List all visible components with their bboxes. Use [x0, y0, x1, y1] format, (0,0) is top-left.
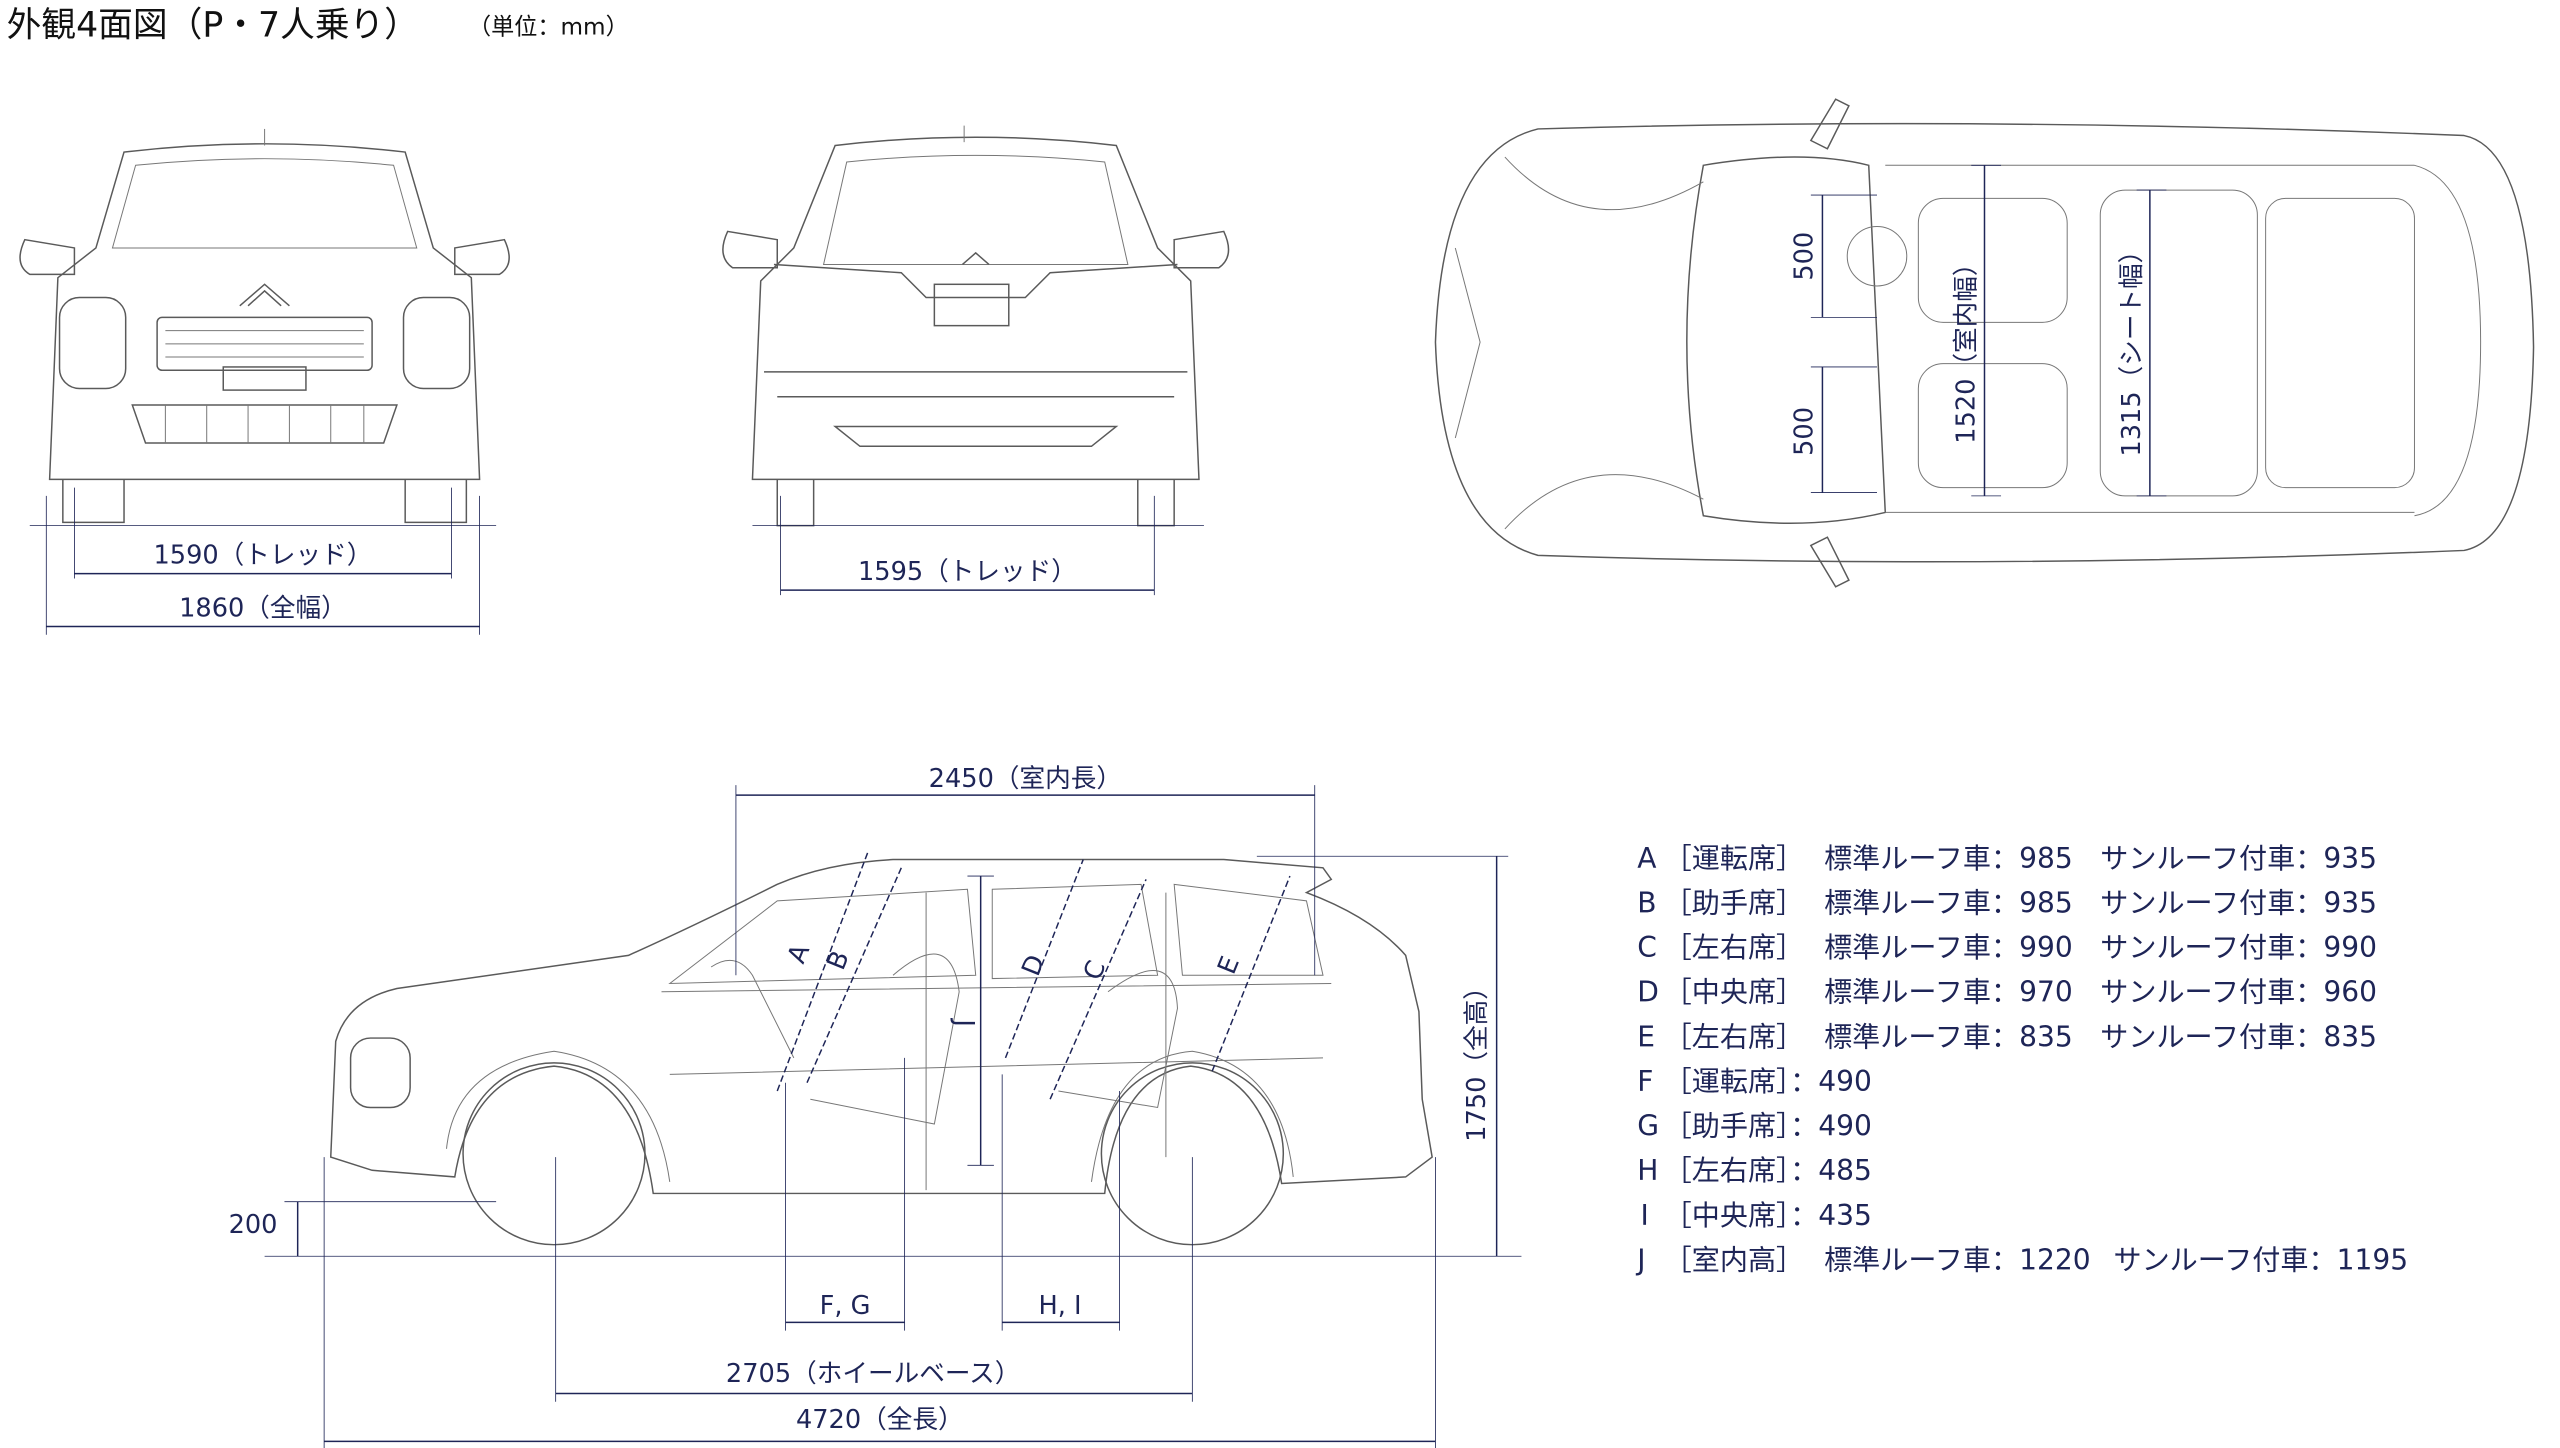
passenger-seat-width-label: 500 — [1790, 407, 1820, 456]
legend-row-c: C ［左右席］ 標準ルーフ車：990 サンルーフ付車：990 — [1637, 931, 2377, 964]
legend-row-g: G ［助手席］：490 — [1637, 1110, 1872, 1143]
side-car-drawing — [329, 858, 1433, 1246]
legend-row-h: H ［左右席］：485 — [1637, 1154, 1872, 1187]
unit-label: （単位：mm） — [468, 15, 629, 41]
marker-a: A — [782, 940, 817, 968]
rear-tread-label: 1595（トレッド） — [858, 557, 1077, 587]
legend-sunroof: サンルーフ付車：935 — [2100, 842, 2377, 875]
legend-letter: J — [1635, 1243, 1645, 1276]
side-view: A B C D E J 2450（室内長） 1750（全高） 200 F, G … — [229, 764, 1522, 1448]
front-tread-label: 1590（トレッド） — [153, 541, 372, 571]
legend: A ［運転席］ 標準ルーフ車：985 サンルーフ付車：935 B ［助手席］ 標… — [1635, 842, 2408, 1277]
wheelbase-label: 2705（ホイールベース） — [726, 1359, 1020, 1389]
fg-label: F, G — [820, 1291, 871, 1321]
legend-seat: ［運転席］：490 — [1664, 1065, 1872, 1098]
top-car-drawing — [1434, 98, 2535, 588]
legend-standard-roof: 標準ルーフ車：970 — [1824, 976, 2073, 1009]
legend-sunroof: サンルーフ付車：935 — [2100, 886, 2377, 919]
legend-letter: E — [1637, 1020, 1655, 1053]
legend-seat: ［室内高］ — [1664, 1243, 1805, 1276]
front-seat-width-label: 500 — [1790, 232, 1820, 281]
interior-width-label: 1520（室内幅） — [1952, 251, 1982, 444]
seat-width-label: 1315（シート幅） — [2117, 238, 2147, 457]
legend-letter: H — [1637, 1154, 1658, 1187]
legend-row-f: F ［運転席］：490 — [1637, 1065, 1872, 1098]
interior-length-label: 2450（室内長） — [929, 764, 1122, 794]
front-car-drawing — [19, 128, 510, 524]
legend-standard-roof: 標準ルーフ車：835 — [1824, 1020, 2073, 1053]
legend-standard-roof: 標準ルーフ車：1220 — [1824, 1243, 2091, 1276]
legend-sunroof: サンルーフ付車：1195 — [2113, 1243, 2408, 1276]
legend-seat: ［中央席］ — [1664, 976, 1805, 1009]
legend-seat: ［助手席］ — [1664, 886, 1805, 919]
legend-letter: A — [1637, 842, 1656, 875]
page-title: 外観4面図（P・7人乗り） — [7, 5, 419, 45]
legend-letter: F — [1637, 1065, 1653, 1098]
legend-letter: B — [1637, 886, 1656, 919]
legend-letter: C — [1637, 931, 1657, 964]
marker-j: J — [949, 1017, 979, 1027]
legend-row-j: J ［室内高］ 標準ルーフ車：1220 サンルーフ付車：1195 — [1635, 1243, 2408, 1276]
legend-row-e: E ［左右席］ 標準ルーフ車：835 サンルーフ付車：835 — [1637, 1020, 2377, 1053]
legend-standard-roof: 標準ルーフ車：990 — [1824, 931, 2073, 964]
legend-standard-roof: 標準ルーフ車：985 — [1824, 886, 2073, 919]
legend-sunroof: サンルーフ付車：960 — [2100, 976, 2377, 1009]
rear-view: 1595（トレッド） — [722, 125, 1230, 596]
legend-seat: ［運転席］ — [1664, 842, 1805, 875]
legend-seat: ［左右席］：485 — [1664, 1154, 1872, 1187]
legend-seat: ［左右席］ — [1664, 1020, 1805, 1053]
legend-row-b: B ［助手席］ 標準ルーフ車：985 サンルーフ付車：935 — [1637, 886, 2377, 919]
front-view: 1590（トレッド） 1860（全幅） — [19, 128, 510, 635]
marker-c: C — [1078, 956, 1113, 984]
top-view: 500 500 1520（室内幅） 1315（シート幅） — [1434, 98, 2535, 588]
marker-b: B — [821, 947, 855, 975]
legend-sunroof: サンルーフ付車：990 — [2100, 931, 2377, 964]
rear-car-drawing — [722, 125, 1230, 527]
legend-seat: ［助手席］：490 — [1664, 1110, 1872, 1143]
legend-row-i: I ［中央席］：435 — [1641, 1199, 1872, 1232]
legend-seat: ［中央席］：435 — [1664, 1199, 1872, 1232]
ground-clearance-label: 200 — [229, 1210, 278, 1240]
overall-height-label: 1750（全高） — [1462, 974, 1492, 1142]
overall-width-label: 1860（全幅） — [179, 594, 347, 624]
legend-sunroof: サンルーフ付車：835 — [2100, 1020, 2377, 1053]
hi-label: H, I — [1038, 1291, 1081, 1321]
legend-seat: ［左右席］ — [1664, 931, 1805, 964]
legend-letter: I — [1641, 1199, 1649, 1232]
legend-standard-roof: 標準ルーフ車：985 — [1824, 842, 2073, 875]
legend-row-a: A ［運転席］ 標準ルーフ車：985 サンルーフ付車：935 — [1637, 842, 2377, 875]
marker-e: E — [1212, 952, 1246, 978]
overall-length-label: 4720（全長） — [796, 1405, 964, 1435]
legend-letter: D — [1637, 976, 1659, 1009]
legend-row-d: D ［中央席］ 標準ルーフ車：970 サンルーフ付車：960 — [1637, 976, 2377, 1009]
legend-letter: G — [1637, 1110, 1659, 1143]
